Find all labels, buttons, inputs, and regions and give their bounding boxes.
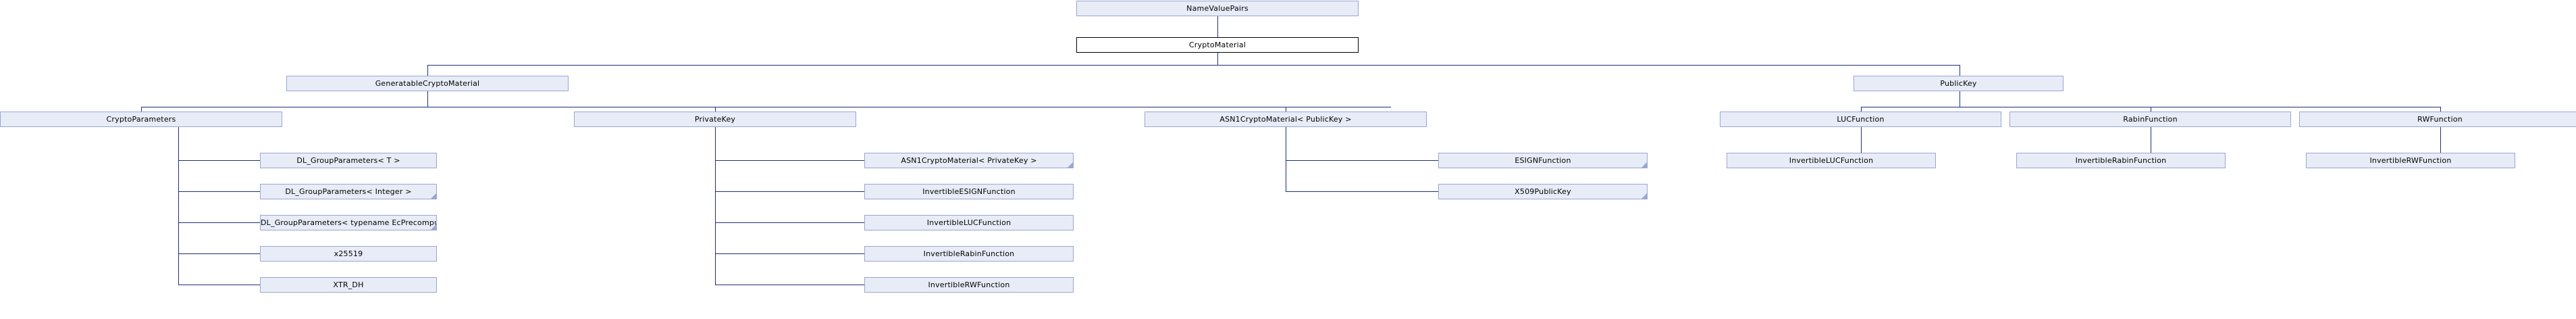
connector-segment — [715, 253, 864, 254]
class-node-public-key[interactable]: PublicKey — [1854, 76, 2064, 91]
connector-segment — [178, 191, 260, 192]
class-node-invertible-rw[interactable]: InvertibleRWFunction — [2306, 153, 2515, 168]
class-node-x25519[interactable]: x25519 — [260, 246, 437, 262]
connector-segment — [141, 107, 142, 112]
class-node-esign-function[interactable]: ESIGNFunction — [1438, 153, 1648, 168]
class-node-crypto-parameters[interactable]: CryptoParameters — [0, 112, 282, 127]
connector-segment — [715, 191, 864, 192]
connector-segment — [178, 127, 179, 285]
class-node-invertible-luc[interactable]: InvertibleLUCFunction — [1727, 153, 1936, 168]
class-node-invertible-rabin-priv[interactable]: InvertibleRabinFunction — [864, 246, 1074, 262]
class-node-dl-group-params-t[interactable]: DL_GroupParameters< T > — [260, 153, 437, 168]
class-node-invertible-esign[interactable]: InvertibleESIGNFunction — [864, 184, 1074, 199]
connector-segment — [1286, 191, 1438, 192]
class-node-name-value-pairs[interactable]: NameValuePairs — [1076, 1, 1359, 16]
connector-segment — [715, 127, 716, 285]
connector-segment — [2440, 127, 2441, 153]
class-node-asn1-public-key[interactable]: ASN1CryptoMaterial< PublicKey > — [1145, 112, 1427, 127]
class-node-dl-group-params-integer[interactable]: DL_GroupParameters< Integer > — [260, 184, 437, 199]
class-node-asn1-private-key[interactable]: ASN1CryptoMaterial< PrivateKey > — [864, 153, 1074, 168]
connector-segment — [715, 107, 716, 112]
class-node-rw-function[interactable]: RWFunction — [2299, 112, 2576, 127]
connector-segment — [715, 222, 864, 223]
connector-segment — [1217, 16, 1218, 37]
connector-segment — [427, 91, 428, 107]
class-node-rabin-function[interactable]: RabinFunction — [2009, 112, 2291, 127]
class-node-x509-public-key[interactable]: X509PublicKey — [1438, 184, 1648, 199]
connector-segment — [427, 65, 1960, 66]
connector-segment — [1217, 53, 1218, 66]
class-node-generatable-crypto[interactable]: GeneratableCryptoMaterial — [286, 76, 569, 91]
class-node-invertible-rabin[interactable]: InvertibleRabinFunction — [2016, 153, 2226, 168]
connector-segment — [178, 160, 260, 161]
connector-segment — [1861, 107, 1862, 112]
class-node-xtr-dh[interactable]: XTR_DH — [260, 277, 437, 293]
class-node-private-key[interactable]: PrivateKey — [574, 112, 856, 127]
connector-segment — [1286, 160, 1438, 161]
class-node-dl-group-params-ec[interactable]: DL_GroupParameters< typename EcPrecomput… — [260, 215, 437, 230]
connector-segment — [178, 253, 260, 254]
connector-segment — [2440, 107, 2441, 112]
connector-segment — [178, 222, 260, 223]
connector-segment — [715, 160, 864, 161]
class-node-crypto-material[interactable]: CryptoMaterial — [1076, 37, 1359, 53]
connector-segment — [1861, 127, 1862, 153]
class-node-luc-function[interactable]: LUCFunction — [1720, 112, 2001, 127]
class-node-invertible-luc-priv[interactable]: InvertibleLUCFunction — [864, 215, 1074, 230]
class-node-invertible-rw-priv[interactable]: InvertibleRWFunction — [864, 277, 1074, 293]
connector-segment — [427, 65, 428, 76]
